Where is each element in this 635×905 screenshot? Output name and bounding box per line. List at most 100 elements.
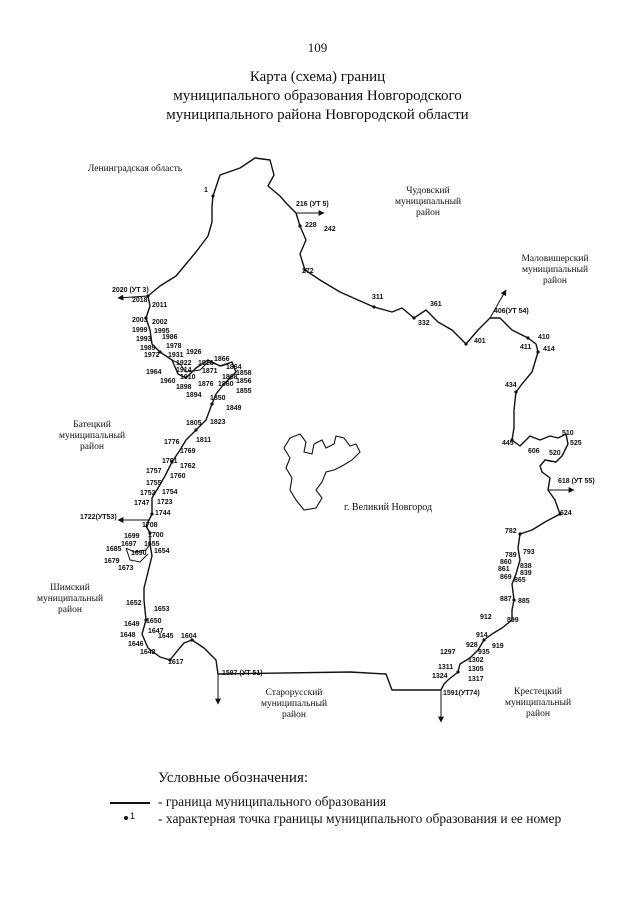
point-label-1646: 1646: [128, 641, 144, 648]
point-label-860: 860: [500, 559, 512, 566]
legend-line-text: - граница муниципального образования: [158, 794, 387, 809]
region-chudovo-l2: муниципальный: [394, 197, 462, 207]
region-leningrad: Ленинградская область: [87, 164, 183, 174]
point-label-1752: 1752: [140, 490, 156, 497]
legend-point-text: - характерная точка границы муниципально…: [158, 811, 562, 826]
point-label-311: 311: [372, 294, 384, 301]
point-label-1311: 1311: [438, 664, 454, 671]
point-label-1926: 1926: [186, 349, 202, 356]
point-411: [526, 336, 530, 340]
point-label-1769: 1769: [180, 448, 196, 455]
point-label-1648: 1648: [120, 632, 136, 639]
point-label-1744: 1744: [155, 510, 171, 517]
point-label-839: 839: [520, 570, 532, 577]
point-label-1914: 1914: [176, 367, 192, 374]
point-label-1876: 1876: [198, 381, 214, 388]
region-krestsy-l1: Крестецкий: [514, 687, 562, 697]
point-label-1297: 1297: [440, 649, 456, 656]
region-chudovo-l1: Чудовский: [406, 186, 450, 196]
point-label-793: 793: [523, 549, 535, 556]
region-malovishera-l3: район: [543, 276, 567, 286]
point-label-2003: 2003: [132, 317, 148, 324]
point-1: [211, 194, 215, 198]
point-label-1922: 1922: [176, 360, 192, 367]
point-label-1760: 1760: [170, 473, 186, 480]
point-label-1898: 1898: [176, 384, 192, 391]
point-label-272: 272: [302, 268, 314, 275]
region-malovishera: Маловишерский муниципальный район: [512, 254, 598, 287]
point-label-1978: 1978: [166, 343, 182, 350]
point-label-1324: 1324: [432, 673, 448, 680]
point-label-1823: 1823: [210, 419, 226, 426]
point-label-1964: 1964: [146, 369, 162, 376]
point-1849: [210, 402, 214, 406]
point-label-618: 618 (УТ 55): [558, 478, 595, 485]
point-label-1650: 1650: [146, 618, 162, 625]
point-332: [412, 316, 416, 320]
region-batetsky-l3: район: [80, 442, 104, 452]
point-label-838: 838: [520, 563, 532, 570]
point-label-445: 445: [502, 440, 514, 447]
region-chudovo: Чудовский муниципальный район: [388, 186, 468, 219]
point-label-1993: 1993: [136, 336, 152, 343]
point-label-1864: 1864: [226, 364, 242, 371]
point-label-1754: 1754: [162, 489, 178, 496]
point-label-1708: 1708: [142, 522, 158, 529]
title-line-3: муниципального района Новгородской облас…: [166, 107, 469, 123]
point-label-1776: 1776: [164, 439, 180, 446]
city-velikiy-novgorod: г. Великий Новгород: [343, 502, 433, 513]
point-label-1986: 1986: [162, 334, 178, 341]
point-label-789: 789: [505, 552, 517, 559]
point-label-332: 332: [418, 320, 430, 327]
point-label-410: 410: [538, 334, 550, 341]
point-label-919: 919: [492, 643, 504, 650]
region-malovishera-l1: Маловишерский: [521, 254, 589, 264]
point-624: [558, 512, 562, 516]
point-label-525: 525: [570, 440, 582, 447]
point-885: [512, 598, 516, 602]
point-label-1617: 1617: [168, 659, 184, 666]
point-label-1805: 1805: [186, 420, 202, 427]
region-batetsky: Батецкий муниципальный район: [52, 420, 132, 453]
point-label-414: 414: [543, 346, 555, 353]
point-272: [303, 268, 307, 272]
point-label-1894: 1894: [186, 392, 202, 399]
boundary-points: [144, 194, 562, 674]
point-label-1747: 1747: [134, 500, 150, 507]
point-label-1652: 1652: [126, 600, 142, 607]
legend-line-symbol: [110, 802, 150, 804]
point-label-1855: 1855: [236, 388, 252, 395]
point-label-624: 624: [560, 510, 572, 517]
title-line-1: Карта (схема) границ: [249, 69, 386, 85]
point-label-1723: 1723: [157, 499, 173, 506]
point-228: [298, 224, 302, 228]
point-label-1761: 1761: [162, 458, 178, 465]
region-krestsy: Крестецкий муниципальный район: [498, 687, 578, 720]
point-label-885: 885: [518, 598, 530, 605]
point-label-401: 401: [474, 338, 486, 345]
point-1762: [170, 460, 174, 464]
point-label-242: 242: [324, 226, 336, 233]
point-label-1999: 1999: [132, 327, 148, 334]
point-label-899: 899: [507, 617, 519, 624]
point-label-1931: 1931: [168, 352, 184, 359]
point-label-1649: 1649: [124, 621, 140, 628]
region-shimsk-l1: Шимский: [50, 583, 90, 593]
point-label-1972: 1972: [144, 352, 160, 359]
page-number: 109: [307, 40, 328, 55]
point-label-228: 228: [305, 222, 317, 229]
point-label-1860: 1860: [218, 381, 234, 388]
point-label-914: 914: [476, 632, 488, 639]
point-label-1685: 1685: [106, 546, 122, 553]
region-staraya-russa: Старорусский муниципальный район: [254, 688, 334, 721]
point-label-1811: 1811: [196, 437, 212, 444]
point-434: [514, 390, 518, 394]
region-chudovo-l3: район: [416, 208, 440, 218]
point-445: [510, 438, 514, 442]
region-batetsky-l2: муниципальный: [58, 431, 126, 441]
legend-point-dot: [124, 816, 128, 820]
point-label-887: 887: [500, 596, 512, 603]
point-414: [536, 350, 540, 354]
point-label-1653: 1653: [154, 606, 170, 613]
point-label-935: 935: [478, 649, 490, 656]
